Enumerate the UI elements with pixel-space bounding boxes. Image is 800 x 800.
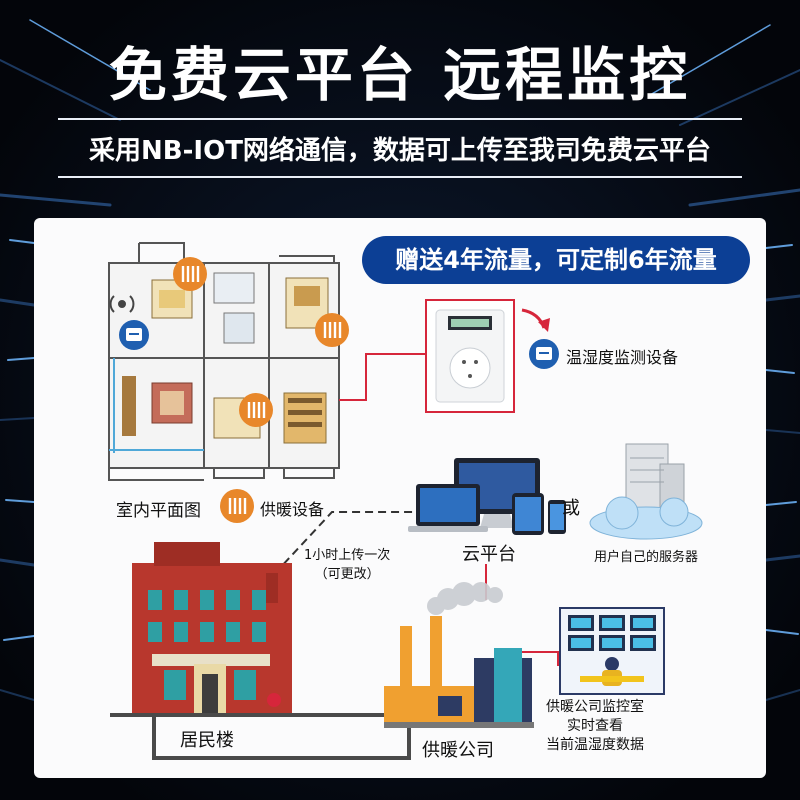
control-room-line2: 实时查看 [567, 718, 623, 734]
upload-note-line2: （可更改） [314, 567, 380, 582]
monitoring-staff-icon [559, 607, 665, 695]
residential-building [132, 542, 292, 713]
bottom-divider [58, 176, 742, 178]
company-label: 供暖公司 [422, 740, 494, 761]
upload-dashed-line [265, 511, 414, 584]
heater-icon [173, 257, 349, 523]
socket-device [425, 299, 515, 413]
sensor-legend-icon [529, 339, 559, 369]
upload-note-line1: 1小时上传一次 [304, 548, 391, 563]
server-label: 用户自己的服务器 [594, 550, 699, 565]
upload-note: 1小时上传一次 （可更改） [304, 544, 390, 582]
top-divider [58, 118, 742, 120]
or-label: 或 [562, 498, 580, 519]
diagram-graphics [108, 242, 703, 760]
cloud-icon [589, 496, 703, 540]
cloud-platform-label: 云平台 [462, 544, 516, 565]
cloud-platform-devices [408, 458, 566, 535]
control-room-line1: 供暖公司监控室 [546, 699, 644, 715]
page-title: 免费云平台 远程监控 [108, 41, 692, 109]
control-room-caption: 供暖公司监控室 实时查看 当前温湿度数据 [546, 698, 644, 755]
company-to-control-line [520, 651, 559, 666]
building-label: 居民楼 [180, 730, 234, 751]
page-subtitle: 采用NB-IOT网络通信，数据可上传至我司免费云平台 [89, 136, 711, 166]
ground-pipe [110, 713, 411, 760]
control-room-line3: 当前温湿度数据 [546, 737, 644, 753]
heating-device-label: 供暖设备 [260, 500, 325, 519]
floorplan-label: 室内平面图 [116, 501, 201, 521]
sensor-icon [119, 320, 149, 350]
arrow-icon [521, 308, 546, 329]
arrow-head [538, 318, 550, 332]
diagram-panel: 赠送4年流量，可定制6年流量 温湿度监测设备 室内平面图 供暖设备 1小时上传一… [34, 218, 766, 778]
heating-company-factory [384, 582, 534, 728]
wifi-signal-icon [109, 295, 135, 313]
server-icon [625, 443, 685, 513]
traffic-banner: 赠送4年流量，可定制6年流量 [362, 236, 750, 284]
sensor-label: 温湿度监测设备 [566, 348, 679, 367]
sensor-connector [339, 353, 426, 401]
